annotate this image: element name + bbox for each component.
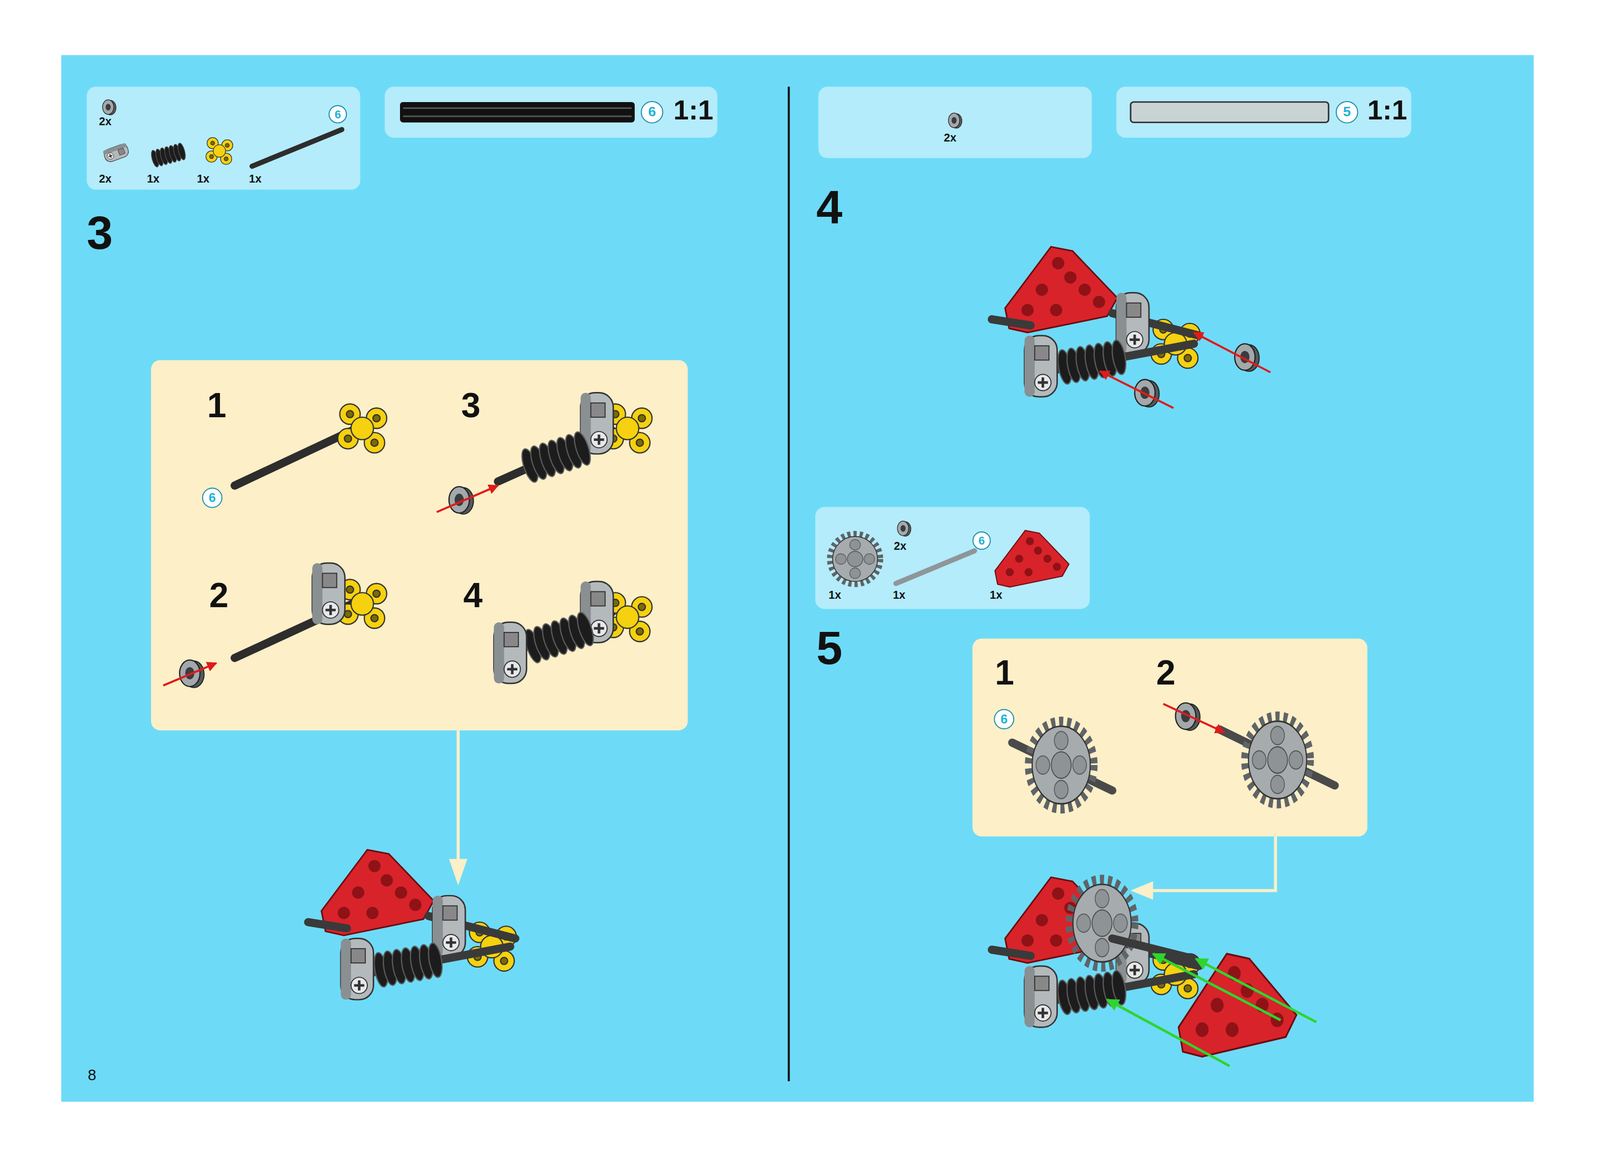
part-count: 1x xyxy=(892,590,906,602)
step-number: 1:1 xyxy=(1367,96,1408,125)
callout-number: 6 xyxy=(972,531,992,550)
part-count: 1x xyxy=(990,590,1003,602)
part-count: 1x xyxy=(146,173,160,185)
step-number: 4 xyxy=(463,577,483,613)
step-number: 4 xyxy=(816,183,843,231)
part-count: 1x xyxy=(248,173,262,185)
part-count: 2x xyxy=(98,173,112,185)
page-number: 8 xyxy=(87,1067,97,1083)
step-number: 2 xyxy=(208,577,229,613)
part-count: 2x xyxy=(943,132,957,144)
part-count: 1x xyxy=(828,590,842,602)
step-number: 1:1 xyxy=(673,96,714,125)
step-number: 5 xyxy=(816,624,843,672)
step-number: 3 xyxy=(461,387,481,423)
step-number: 2 xyxy=(1156,655,1176,690)
step-number: 1 xyxy=(207,387,227,423)
callout-number: 5 xyxy=(1335,101,1359,124)
part-count: 1x xyxy=(196,173,210,185)
callout-number: 6 xyxy=(993,708,1015,730)
step-number: 3 xyxy=(86,208,114,256)
callout-number: 6 xyxy=(202,487,223,509)
callout-number: 6 xyxy=(328,105,347,124)
step-number: 1 xyxy=(994,655,1015,690)
callout-number: 6 xyxy=(641,101,664,124)
part-count: 2x xyxy=(893,541,907,553)
part-count: 2x xyxy=(98,116,112,128)
